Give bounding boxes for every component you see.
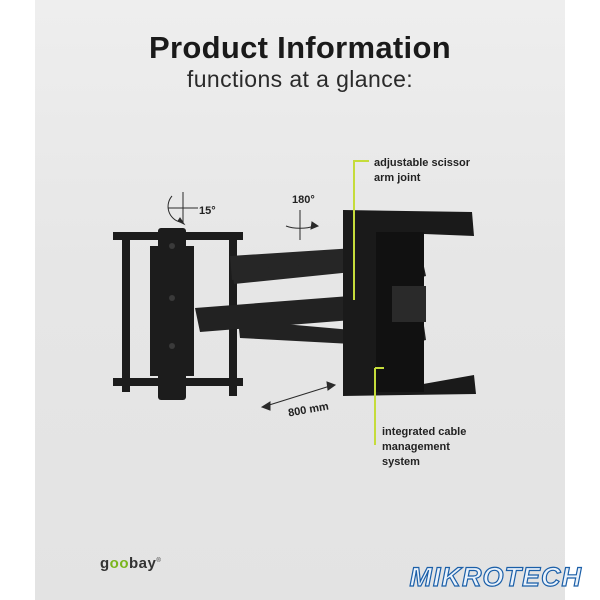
callout-cable-management: integrated cable management system: [382, 425, 466, 470]
brand-registered: ®: [156, 558, 162, 564]
swivel-label: 180°: [292, 194, 315, 206]
callout-scissor-line-1: adjustable scissor: [374, 157, 470, 169]
callout-scissor-joint: adjustable scissor arm joint: [374, 156, 470, 186]
callout-line-cable: [374, 367, 384, 445]
tilt-arrow-icon: [167, 192, 198, 226]
goobay-logo: goobay®: [100, 555, 161, 572]
lower-arm: [195, 296, 352, 344]
mikrotech-watermark: MIKROTECH: [409, 561, 582, 592]
dimension-arrow: [260, 381, 337, 411]
upper-arm: [230, 248, 357, 284]
page-subtitle: functions at a glance:: [186, 66, 414, 92]
callout-cable-line-1: integrated cable: [382, 426, 467, 438]
tilt-label: 15°: [199, 205, 216, 217]
callout-cable-line-3: system: [382, 456, 420, 468]
callout-line-scissor: [353, 160, 369, 300]
brand-prefix: g: [100, 555, 110, 572]
page-title: Product Information: [149, 30, 451, 65]
swivel-arrow-icon: [285, 210, 320, 240]
callout-scissor-line-2: arm joint: [374, 172, 421, 184]
callout-cable-line-2: management: [382, 441, 450, 453]
brand-oo: oo: [109, 555, 129, 572]
brand-suffix: bay: [129, 555, 157, 572]
tv-bracket: [343, 210, 476, 396]
